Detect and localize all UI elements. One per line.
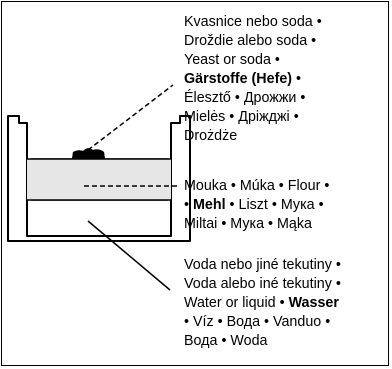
label-text: • Liszt • Мука •: [225, 197, 324, 213]
label-line: • Mehl • Liszt • Мука •: [184, 196, 390, 215]
label-text-bold: Mehl: [192, 197, 226, 213]
label-text: Mielės • Дріжджі •: [184, 109, 299, 125]
label-text: • Víz • Вода • Vanduo •: [184, 314, 331, 330]
label-text: Kvasnice nebo soda •: [184, 14, 322, 30]
label-text: Вода • Woda: [184, 333, 268, 349]
label-text: Water or liquid •: [184, 295, 289, 311]
label-line: Voda nebo jiné tekutiny •: [184, 256, 390, 275]
label-line: Mielės • Дріжджі •: [184, 108, 390, 127]
flour-label: Mouka • Múka • Flour • • Mehl • Liszt • М…: [184, 177, 390, 234]
label-line: Élesztő • Дрожжи •: [184, 89, 390, 108]
water-leader-line: [87, 220, 171, 291]
label-line: Gärstoffe (Hefe) •: [184, 70, 390, 89]
yeast-label: Kvasnice nebo soda • Droždie alebo soda •…: [184, 13, 390, 146]
label-text: •: [184, 197, 193, 213]
label-text: Yeast or soda •: [184, 52, 280, 68]
label-line: Drożdże: [184, 127, 390, 146]
label-text-bold: Gärstoffe (Hefe): [184, 71, 293, 87]
label-text: Voda nebo jiné tekutiny •: [184, 257, 341, 273]
label-text: Miltai • Мука • Mąka: [184, 216, 312, 232]
label-text: Élesztő • Дрожжи •: [184, 90, 306, 106]
label-line: Yeast or soda •: [184, 51, 390, 70]
label-text-bold: Wasser: [288, 295, 339, 311]
label-line: Miltai • Мука • Mąka: [184, 215, 390, 234]
label-text: Mouka • Múka • Flour •: [184, 178, 330, 194]
label-line: • Víz • Вода • Vanduo •: [184, 313, 390, 332]
label-text: Droždie alebo soda •: [184, 33, 317, 49]
label-text: Voda alebo iné tekutiny •: [184, 276, 341, 292]
label-text: •: [292, 71, 302, 87]
label-line: Mouka • Múka • Flour •: [184, 177, 390, 196]
label-line: Voda alebo iné tekutiny •: [184, 275, 390, 294]
yeast-mound-top: [72, 148, 105, 159]
label-line: Вода • Woda: [184, 332, 390, 351]
baking-pan: [7, 115, 191, 242]
label-line: Droždie alebo soda •: [184, 32, 390, 51]
yeast-leader-line: [87, 84, 174, 151]
water-label: Voda nebo jiné tekutiny • Voda alebo iné …: [184, 256, 390, 351]
flour-layer-inner: [27, 159, 171, 200]
label-line: Water or liquid • Wasser: [184, 294, 390, 313]
label-line: Kvasnice nebo soda •: [184, 13, 390, 32]
label-text: Drożdże: [184, 128, 238, 144]
